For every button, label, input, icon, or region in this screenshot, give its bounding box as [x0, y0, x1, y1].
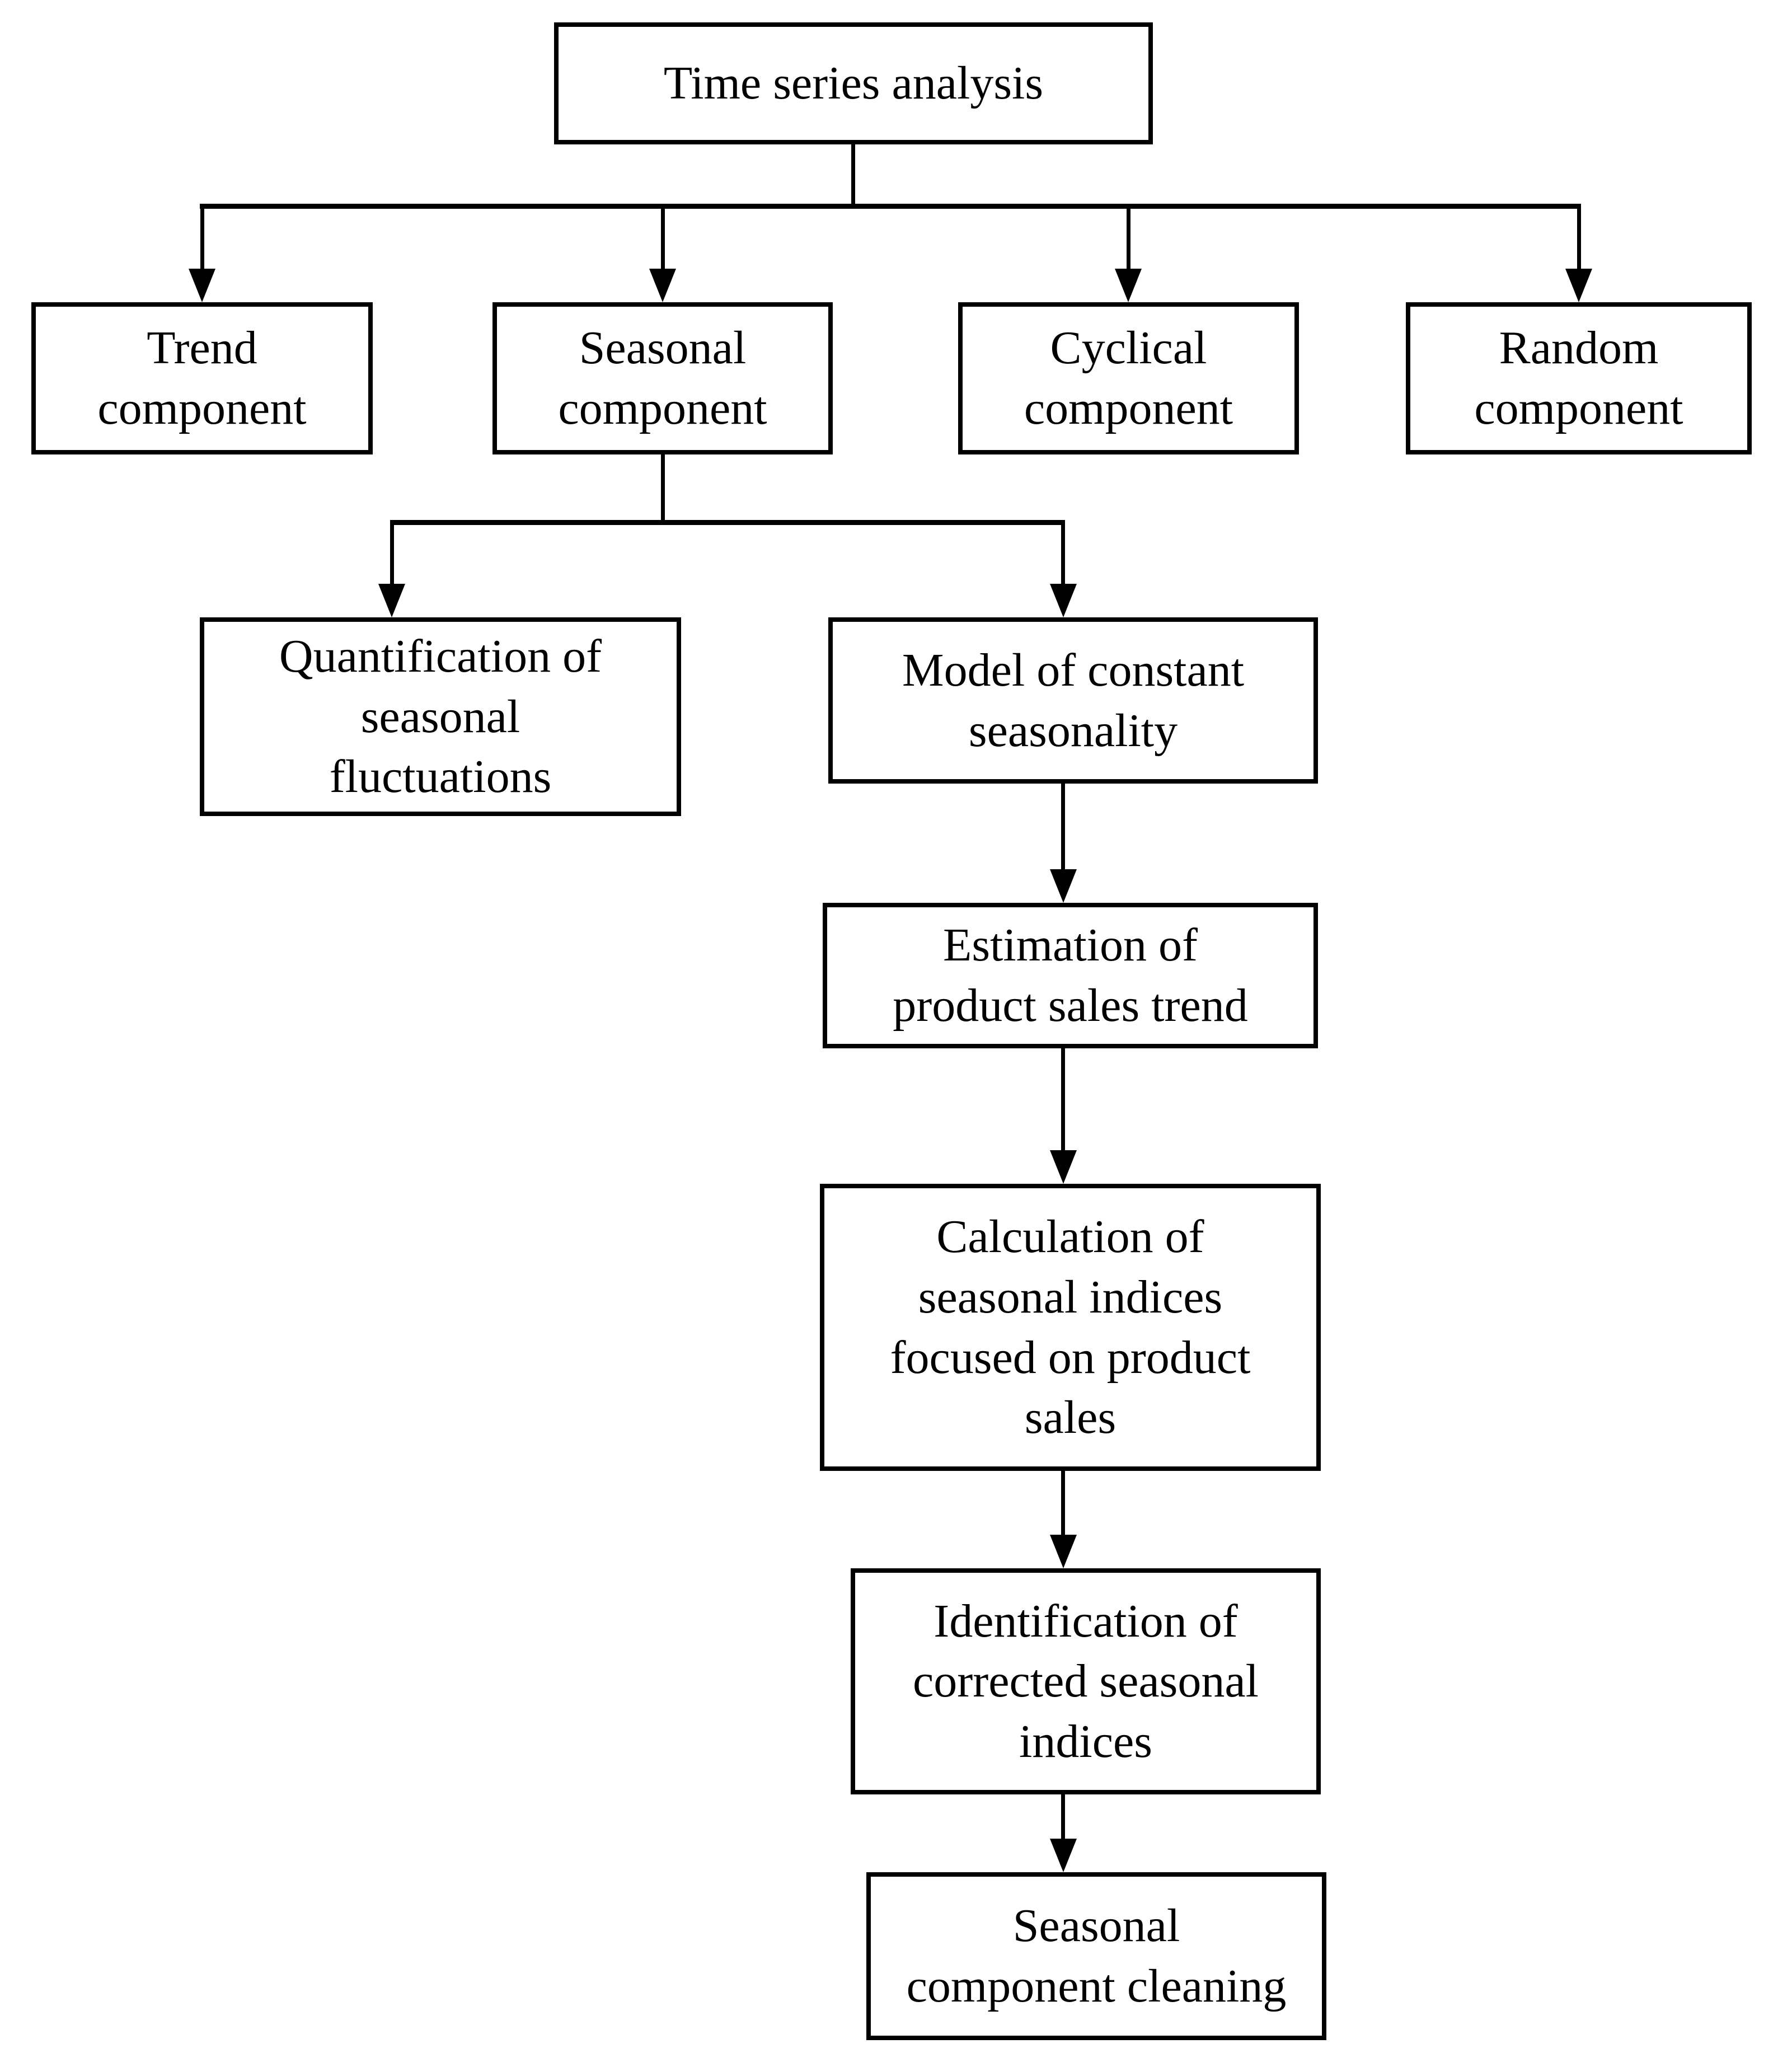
connector-identification-to-cleaning	[1061, 1791, 1065, 1841]
node-label-line: Random	[1499, 322, 1659, 374]
connector-seasonal-stem	[661, 451, 665, 524]
node-label-line: Trend	[147, 322, 257, 374]
node-seasonal-component: Seasonal component	[492, 302, 833, 454]
arrowhead-down-icon	[1050, 584, 1077, 617]
node-label-line: Cyclical	[1050, 322, 1207, 374]
connector-to-cyclical	[1127, 204, 1130, 272]
node-label-line: Time series analysis	[663, 57, 1044, 110]
arrowhead-down-icon	[649, 269, 676, 302]
node-trend-component: Trend component	[31, 302, 373, 454]
node-label-line: sales	[1024, 1391, 1117, 1444]
node-label-line: Estimation of	[943, 919, 1198, 972]
node-label-line: indices	[1019, 1715, 1152, 1768]
node-label-line: Calculation of	[936, 1211, 1204, 1263]
connector-to-trend	[200, 204, 204, 272]
arrowhead-down-icon	[1115, 269, 1142, 302]
node-label-line: fluctuations	[329, 751, 552, 803]
arrowhead-down-icon	[378, 584, 405, 617]
node-label-line: component	[1474, 382, 1683, 434]
arrowhead-down-icon	[1050, 1535, 1077, 1568]
node-random-component: Random component	[1406, 302, 1752, 454]
connector-to-model	[1061, 520, 1065, 586]
arrowhead-down-icon	[1565, 269, 1592, 302]
arrowhead-down-icon	[1050, 869, 1077, 903]
arrowhead-down-icon	[1050, 1839, 1077, 1872]
connector-model-to-estimation	[1061, 780, 1065, 871]
node-label-line: component	[97, 382, 307, 434]
node-label-line: seasonal indices	[918, 1271, 1223, 1323]
node-label-line: Quantification of	[279, 630, 602, 683]
node-identification-of-corrected-seasonal-indices: Identification of corrected seasonal ind…	[851, 1568, 1321, 1794]
node-label-line: component	[1024, 382, 1233, 434]
node-cyclical-component: Cyclical component	[958, 302, 1299, 454]
node-calculation-of-seasonal-indices: Calculation of seasonal indices focused …	[820, 1184, 1321, 1471]
node-label-line: corrected seasonal	[913, 1655, 1259, 1708]
node-label-line: focused on product	[890, 1331, 1251, 1384]
connector-root-branch	[200, 204, 1581, 209]
arrowhead-down-icon	[1050, 1150, 1077, 1184]
node-label-line: Seasonal	[1012, 1900, 1180, 1952]
connector-root-stem	[851, 142, 855, 207]
node-model-of-constant-seasonality: Model of constant seasonality	[828, 617, 1318, 784]
connector-to-random	[1577, 204, 1581, 272]
node-quantification-of-seasonal-fluctuations: Quantification of seasonal fluctuations	[200, 617, 681, 816]
node-label-line: product sales trend	[893, 979, 1248, 1032]
node-estimation-of-product-sales-trend: Estimation of product sales trend	[823, 903, 1318, 1048]
connector-seasonal-branch	[390, 520, 1065, 525]
connector-estimation-to-calculation	[1061, 1045, 1065, 1152]
node-label-line: seasonality	[968, 704, 1178, 757]
node-label-line: Model of constant	[902, 644, 1245, 696]
arrowhead-down-icon	[189, 269, 215, 302]
connector-calculation-to-identification	[1061, 1468, 1065, 1537]
node-label-line: component cleaning	[906, 1960, 1287, 2012]
node-label-line: seasonal	[360, 690, 520, 743]
connector-to-seasonal	[661, 204, 665, 272]
node-time-series-analysis: Time series analysis	[554, 22, 1153, 144]
node-label-line: Identification of	[933, 1595, 1238, 1647]
node-seasonal-component-cleaning: Seasonal component cleaning	[866, 1872, 1326, 2040]
node-label-line: Seasonal	[579, 322, 747, 374]
connector-to-quantification	[390, 520, 394, 586]
node-label-line: component	[558, 382, 767, 434]
